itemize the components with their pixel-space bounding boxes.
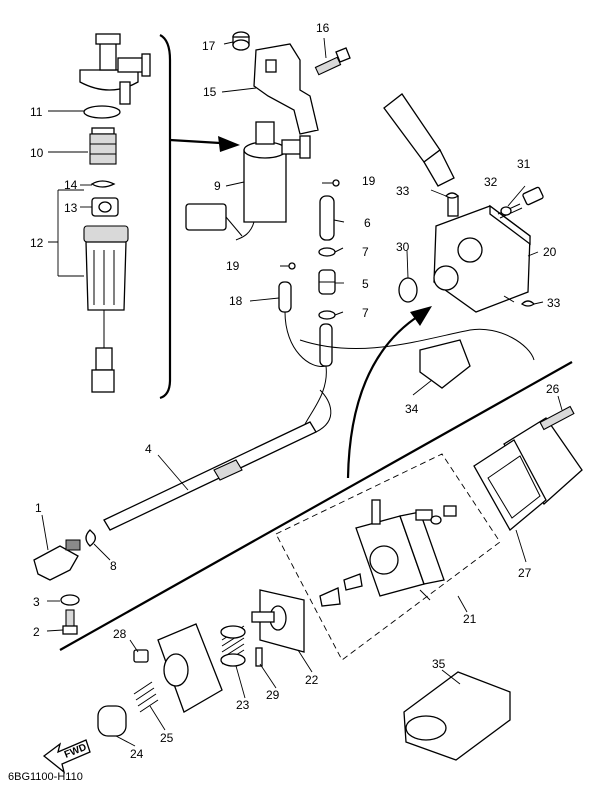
spring-23	[220, 625, 246, 667]
clip-19	[280, 179, 340, 270]
callout-23: 23	[236, 698, 250, 712]
callout-25: 25	[160, 731, 174, 745]
callout-35: 35	[432, 657, 446, 671]
hose-6	[319, 195, 335, 241]
clamp-7	[318, 247, 344, 320]
callout-6: 6	[364, 216, 371, 230]
callout-7b: 7	[362, 306, 369, 320]
callout-31: 31	[517, 157, 531, 171]
callout-19b: 19	[226, 259, 240, 273]
callouts: 11 10 14 13 12 17 16 15 9 19 6 7 19 5 18…	[30, 21, 561, 761]
callout-29: 29	[266, 688, 280, 702]
callout-13: 13	[64, 201, 78, 215]
arrow-to-filter	[169, 136, 240, 152]
fuel-filter-9	[185, 121, 311, 241]
clip-33	[444, 192, 536, 307]
inset-bracket	[159, 34, 172, 400]
joint-5	[318, 269, 336, 295]
diagram-code: 6BG1100-H110	[8, 771, 83, 783]
callout-5: 5	[362, 277, 369, 291]
callout-7a: 7	[362, 245, 369, 259]
bracket-15	[253, 43, 319, 135]
pump-kit-boundary-21	[275, 453, 501, 661]
filter-head-assembly	[79, 33, 151, 105]
o-ring-30	[398, 277, 418, 303]
holder-34	[419, 339, 471, 389]
bolt-16	[314, 47, 351, 76]
callout-28: 28	[113, 627, 127, 641]
hose-18	[278, 281, 333, 441]
callout-30: 30	[396, 240, 410, 254]
callout-2: 2	[33, 625, 40, 639]
callout-10: 10	[30, 146, 44, 160]
pump-cover-27	[473, 417, 583, 531]
callout-27: 27	[518, 566, 532, 580]
callout-24: 24	[130, 747, 144, 761]
callout-18: 18	[229, 294, 243, 308]
bolt-2	[62, 609, 78, 635]
bolt-26	[539, 405, 575, 431]
spring-25	[133, 681, 159, 713]
collar-17	[232, 31, 250, 51]
washer-3	[60, 594, 80, 606]
callout-1: 1	[35, 501, 42, 515]
callout-16: 16	[316, 21, 330, 35]
callout-9: 9	[214, 179, 221, 193]
housing-plate	[157, 623, 223, 713]
diaphragm-plate-22	[251, 589, 305, 653]
diagonal-divider	[59, 361, 573, 651]
callout-21: 21	[463, 612, 477, 626]
fwd-arrow-icon: FWD	[42, 739, 91, 774]
filter-element-10	[89, 127, 117, 165]
hose-4	[103, 389, 332, 531]
nut-28	[133, 649, 149, 663]
plunger-24	[97, 705, 127, 737]
callout-33a: 33	[396, 184, 410, 198]
callout-34: 34	[405, 402, 419, 416]
callout-32: 32	[484, 175, 498, 189]
pin-29	[255, 647, 263, 667]
fuel-pump-20	[433, 195, 531, 313]
callout-33b: 33	[547, 296, 561, 310]
filter-cup-12	[83, 225, 129, 393]
callout-22: 22	[305, 673, 319, 687]
nut-13	[91, 197, 119, 217]
callout-11: 11	[30, 105, 43, 119]
cover-35	[403, 671, 511, 761]
check-valve-1	[33, 539, 81, 581]
callout-12: 12	[30, 236, 44, 250]
callout-17: 17	[202, 39, 216, 53]
washer-32	[500, 206, 512, 216]
hose-return	[299, 328, 535, 361]
callout-4: 4	[145, 442, 152, 456]
callout-20: 20	[543, 245, 557, 259]
clip-14	[90, 180, 116, 188]
pump-body-21	[319, 499, 457, 607]
o-ring-11	[83, 105, 121, 119]
leader-lines	[41, 37, 563, 747]
callout-26: 26	[546, 382, 560, 396]
pump-connector	[383, 93, 455, 187]
clip-8	[85, 529, 96, 547]
callout-3: 3	[33, 595, 40, 609]
callout-15: 15	[203, 85, 217, 99]
callout-8: 8	[110, 559, 117, 573]
callout-19a: 19	[362, 174, 376, 188]
arrow-to-pump	[346, 306, 432, 479]
callout-14: 14	[64, 178, 78, 192]
